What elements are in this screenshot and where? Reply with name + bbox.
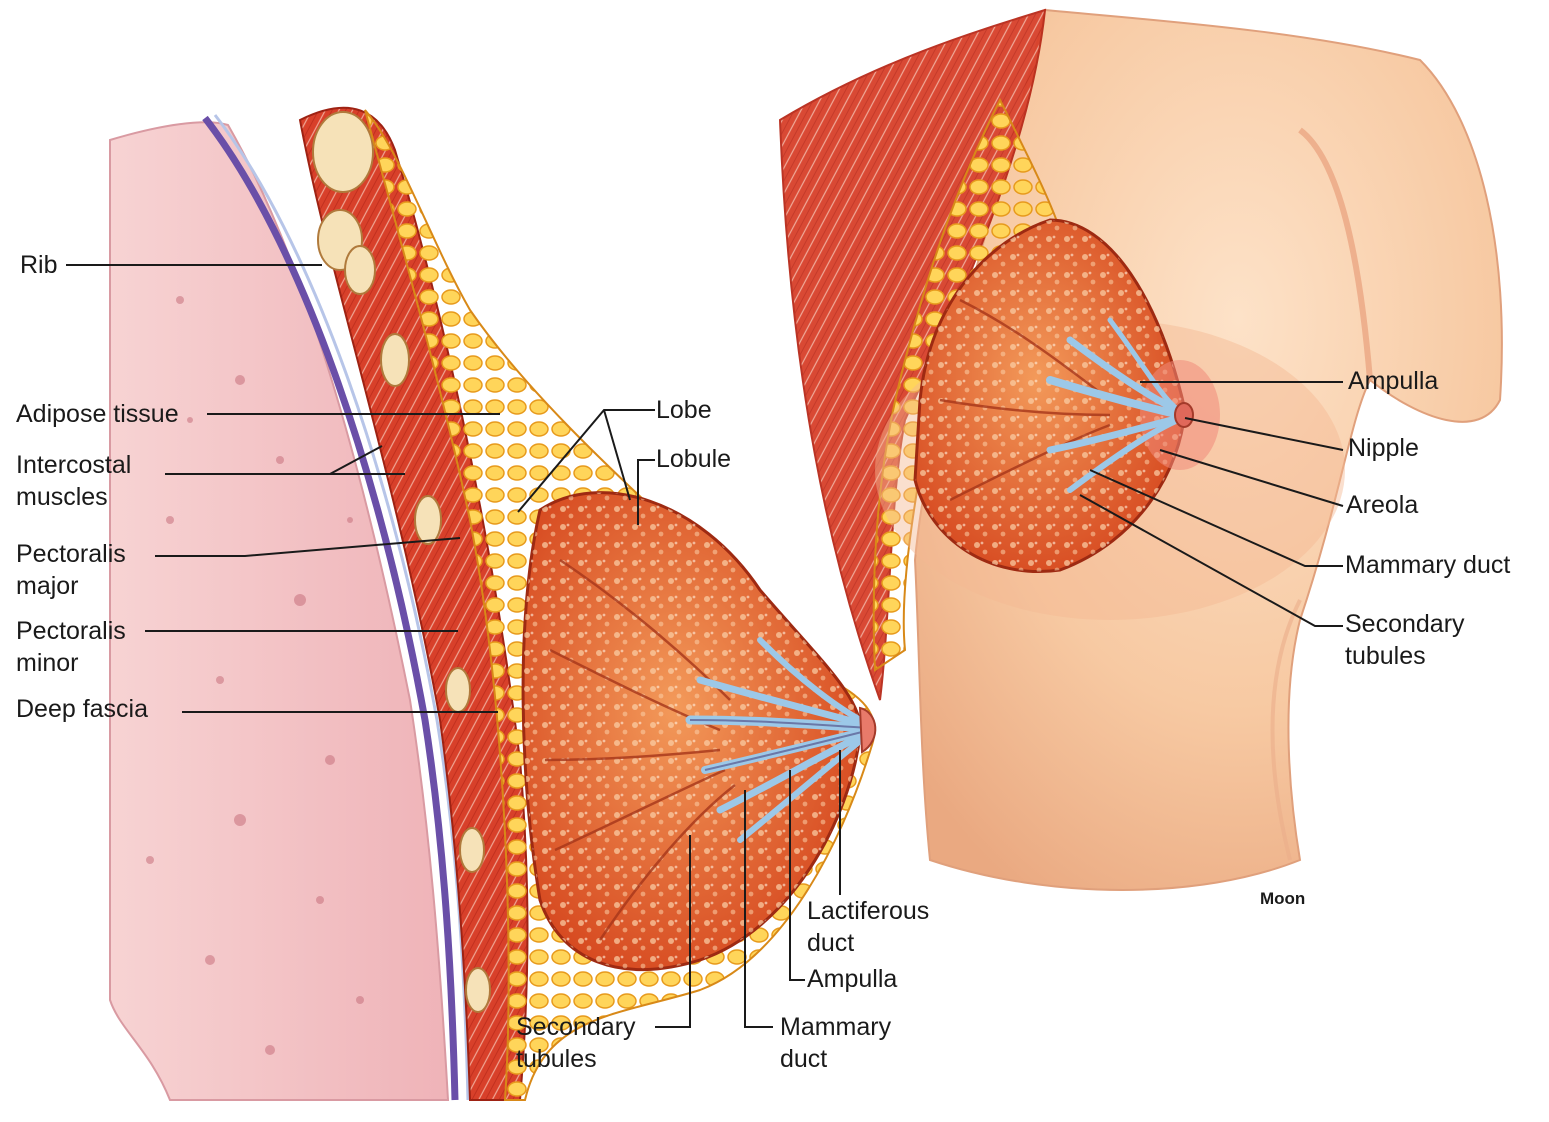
label-mammary-duct-right: Mammary duct: [1345, 549, 1510, 581]
nipple-section: [860, 708, 875, 752]
label-areola: Areola: [1346, 489, 1418, 521]
label-adipose-tissue: Adipose tissue: [16, 398, 179, 430]
label-rib: Rib: [20, 249, 58, 281]
label-intercostal-muscles: Intercostal muscles: [16, 449, 131, 513]
label-lactiferous-duct: Lactiferous duct: [807, 895, 929, 959]
label-lobule: Lobule: [656, 443, 731, 475]
label-lobe: Lobe: [656, 394, 712, 426]
nipple: [1175, 403, 1193, 427]
label-ampulla-left: Ampulla: [807, 963, 897, 995]
label-secondary-tubules-left: Secondary tubules: [516, 1011, 636, 1075]
label-pectoralis-minor: Pectoralis minor: [16, 615, 126, 679]
label-nipple: Nipple: [1348, 432, 1419, 464]
label-ampulla-right: Ampulla: [1348, 365, 1438, 397]
label-deep-fascia: Deep fascia: [16, 693, 148, 725]
label-mammary-duct-left: Mammary duct: [780, 1011, 891, 1075]
label-pectoralis-major: Pectoralis major: [16, 538, 126, 602]
left-section-drawing: [110, 108, 875, 1100]
label-secondary-tubules-right: Secondary tubules: [1345, 608, 1465, 672]
artist-signature: Moon: [1260, 889, 1305, 909]
